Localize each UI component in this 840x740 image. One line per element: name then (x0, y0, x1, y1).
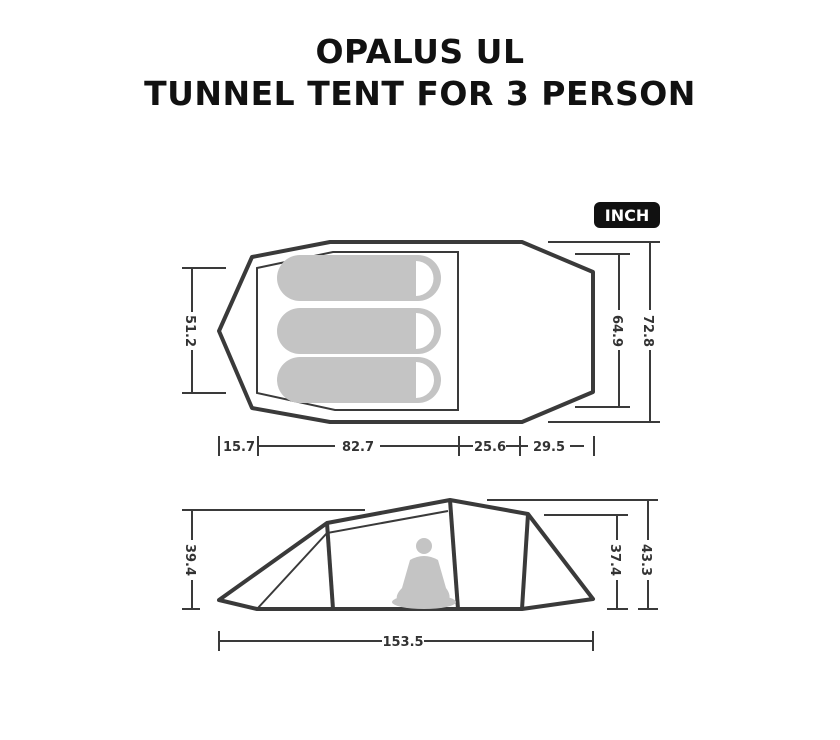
dim-height-front: 39.4 (182, 544, 197, 576)
side-dimension-lines (182, 499, 658, 651)
side-view (182, 498, 658, 651)
dim-length-3: 25.6 (474, 440, 506, 455)
side-outline (217, 498, 595, 611)
fly-outline (217, 240, 595, 424)
dim-width-inner: 51.2 (182, 315, 197, 347)
pole-front (325, 522, 335, 610)
dim-length-4: 29.5 (533, 440, 565, 455)
unit-badge: INCH (594, 202, 660, 228)
inner-tent-line (256, 510, 449, 610)
title-line-2: TUNNEL TENT FOR 3 PERSON (144, 74, 696, 113)
dimension-lines (182, 241, 660, 456)
dim-length-total: 153.5 (382, 635, 423, 650)
title-line-1: OPALUS UL (315, 32, 525, 71)
pole-rear (520, 513, 530, 610)
dim-height-max: 43.3 (638, 544, 653, 576)
inner-tent-outline (256, 251, 459, 411)
dim-width-total: 72.8 (640, 315, 655, 347)
person-silhouette-icon (392, 538, 456, 609)
dim-length-1: 15.7 (223, 440, 255, 455)
top-view (182, 240, 660, 456)
sleeping-bags (277, 255, 441, 403)
pole-middle (448, 499, 460, 610)
dim-height-rear: 37.4 (607, 544, 622, 576)
dim-width-vestibule: 64.9 (609, 315, 624, 347)
svg-text:INCH: INCH (605, 206, 649, 225)
dim-length-2: 82.7 (342, 440, 374, 455)
